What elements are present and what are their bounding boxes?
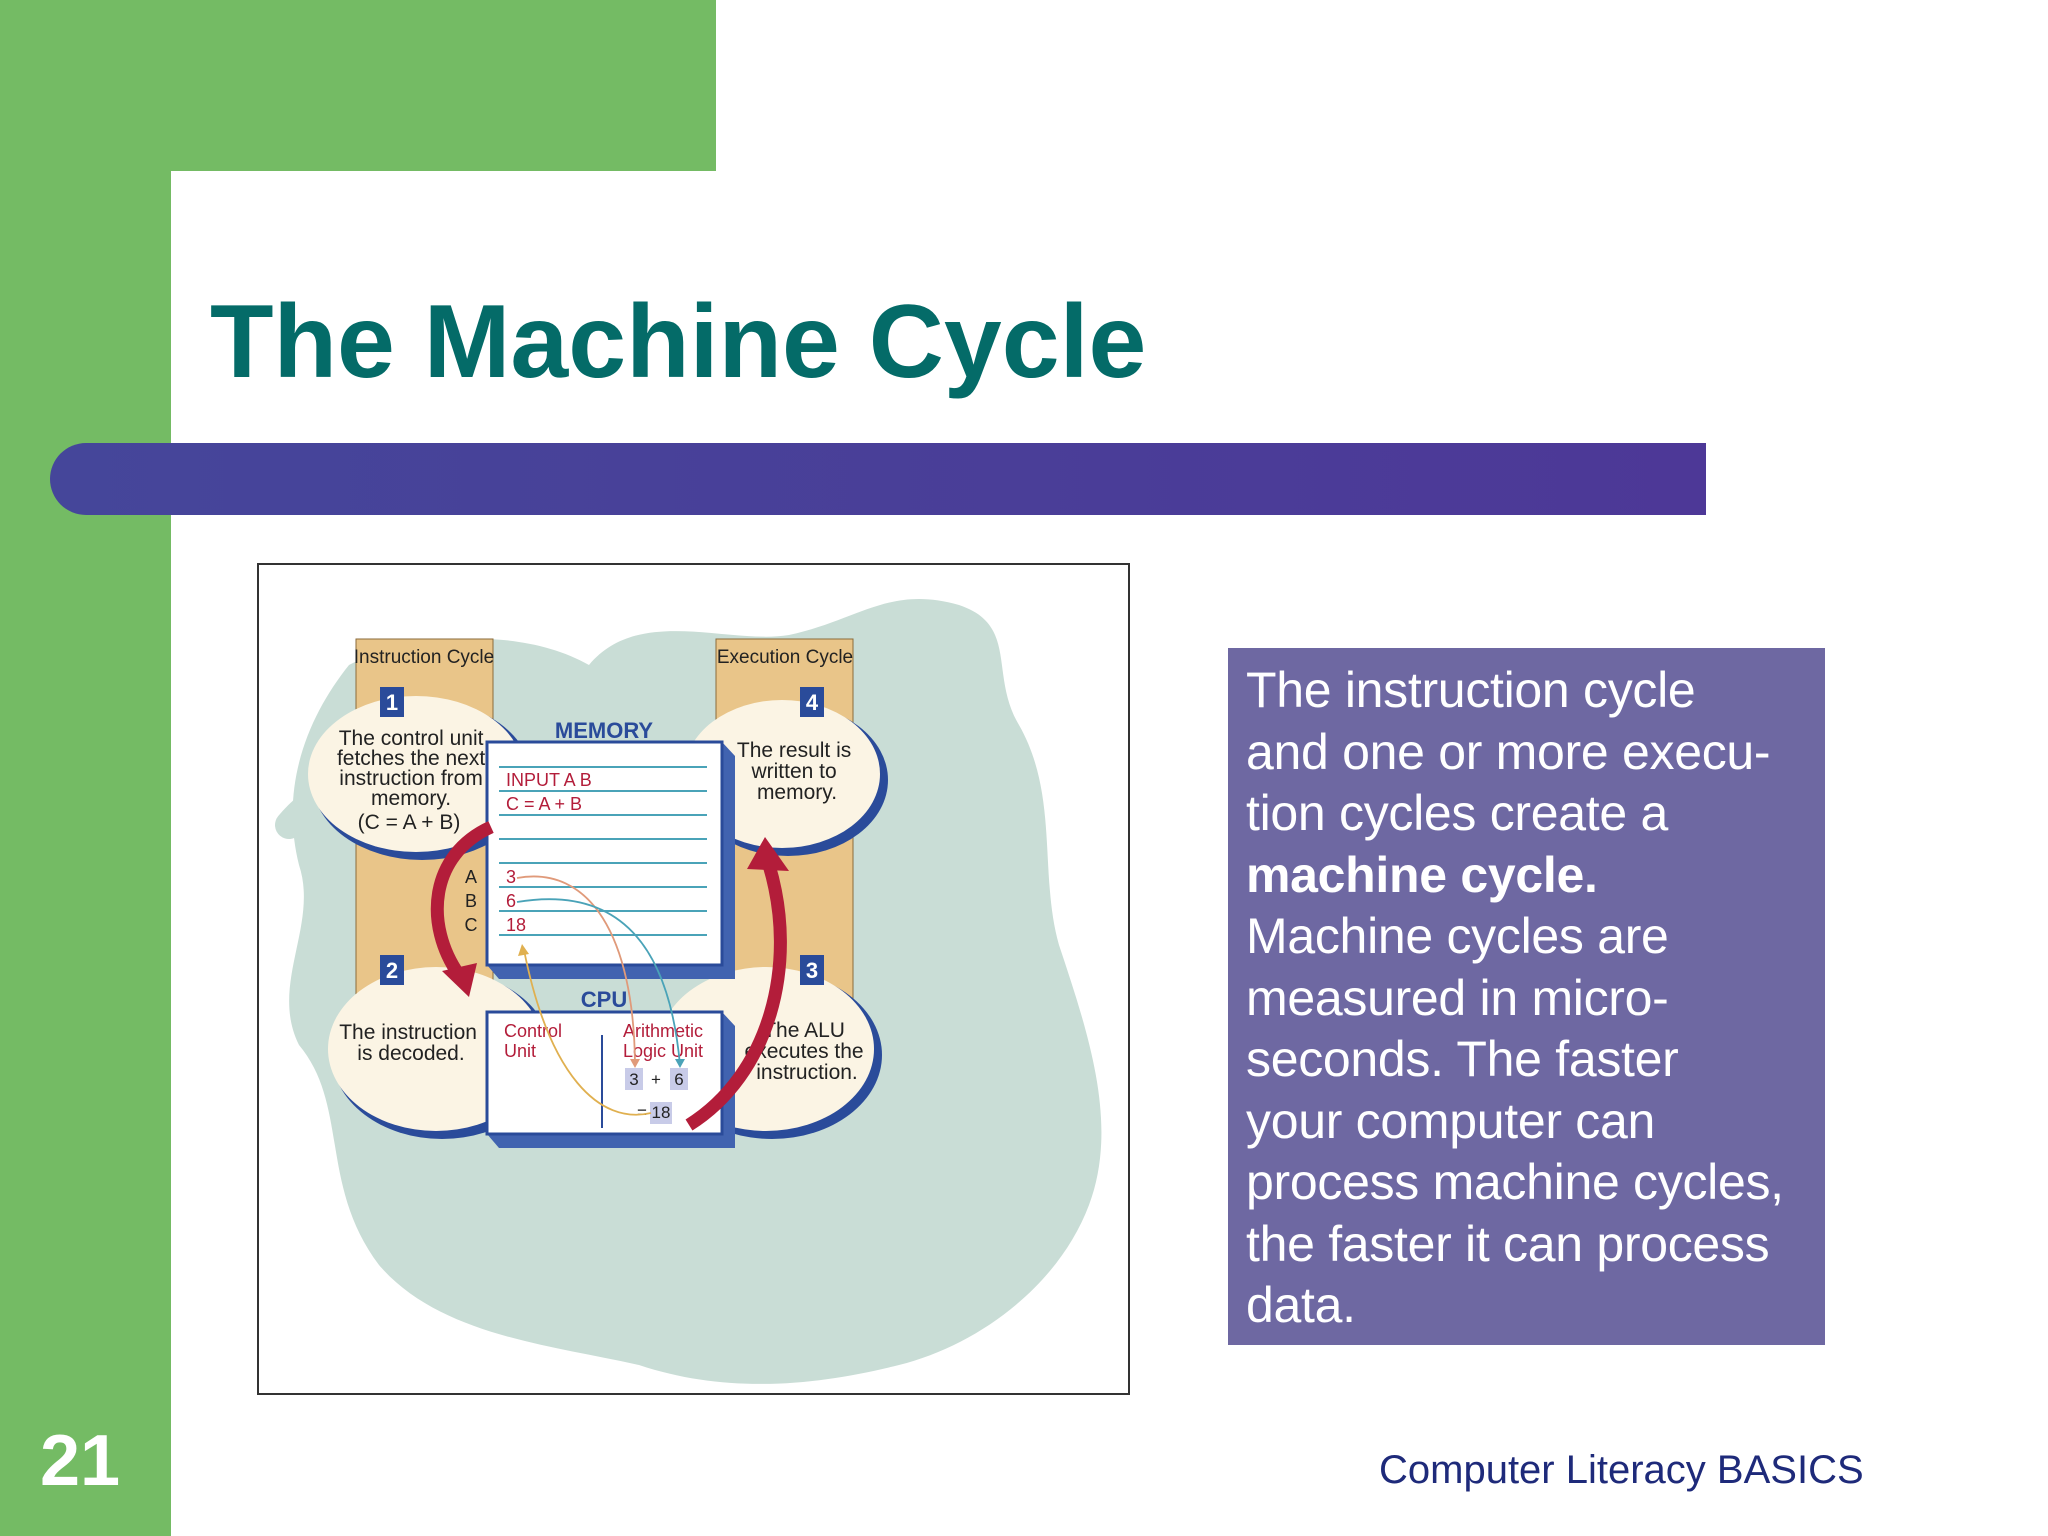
step1-line: The control unit — [339, 727, 484, 750]
step1-line: (C = A + B) — [358, 811, 461, 834]
alu-line: Arithmetic — [623, 1021, 703, 1041]
memory-box — [485, 740, 724, 967]
operand-a-box — [625, 1068, 643, 1090]
step4-number: 4 — [806, 690, 819, 715]
step2-number: 2 — [386, 958, 398, 983]
writeback-arrow — [685, 863, 787, 1131]
decode-arrowhead — [442, 963, 477, 997]
operand-a: 3 — [629, 1070, 638, 1089]
cpu-box — [485, 1010, 724, 1136]
green-sidebar — [0, 0, 171, 1536]
step2-line: is decoded. — [357, 1042, 464, 1065]
arrowhead — [630, 1059, 640, 1068]
memory-value-b: 6 — [506, 891, 516, 911]
machine-cycle-diagram: Instruction Cycle Execution Cycle 1 4 2 … — [257, 563, 1130, 1395]
step3-line: executes the — [745, 1040, 864, 1063]
control-unit-label: Control Unit — [504, 1021, 567, 1061]
diagram-svg: Instruction Cycle Execution Cycle 1 4 2 … — [275, 598, 1102, 1384]
control-unit-line: Unit — [504, 1041, 536, 1061]
memory-instruction-1: INPUT A B — [506, 770, 592, 790]
summary-line: the faster it can process — [1246, 1215, 1770, 1272]
step3-line: The ALU — [763, 1019, 845, 1042]
data-flow-a-arrow — [516, 875, 636, 1066]
page-number: 21 — [40, 1421, 121, 1501]
step4-text: The result is written to memory. — [737, 739, 857, 804]
data-flow-b-arrow — [516, 898, 681, 1066]
step3-number: 3 — [806, 958, 818, 983]
instruction-cycle-label: Instruction Cycle — [354, 647, 494, 668]
cpu-label: CPU — [581, 987, 627, 1012]
step1-line: memory. — [371, 787, 451, 810]
green-top-band — [0, 0, 716, 171]
result-box — [650, 1102, 672, 1124]
step4-line: The result is — [737, 739, 851, 762]
summary-line: tion cycles create a — [1246, 785, 1668, 841]
summary-line: and one or more execu- — [1246, 723, 1771, 780]
step4-line: written to — [750, 760, 836, 783]
step1-line: fetches the next — [337, 747, 485, 770]
step2-text: The instruction is decoded. — [339, 1021, 483, 1065]
step1-text: The control unit fetches the next instru… — [337, 727, 491, 834]
arrowhead — [518, 944, 529, 956]
summary-line: your computer can — [1246, 1092, 1655, 1149]
step4-line: memory. — [757, 781, 837, 804]
step3-line: instruction. — [756, 1061, 858, 1084]
step3-badge — [800, 955, 824, 985]
summary-textbox: The instruction cycle and one or more ex… — [1228, 648, 1825, 1345]
memory-address-c: C — [465, 915, 478, 935]
equals-sign: = — [637, 1103, 647, 1122]
memory-address-a: A — [465, 867, 477, 887]
summary-line-bold: machine cycle. — [1246, 845, 1807, 907]
decode-arrow — [430, 821, 494, 979]
step2-badge — [380, 955, 404, 985]
memory-value-a: 3 — [506, 867, 516, 887]
memory-label: MEMORY — [555, 718, 654, 743]
summary-line: process machine cycles, — [1246, 1154, 1784, 1210]
step2-line: The instruction — [339, 1021, 477, 1044]
footer-text: Computer Literacy BASICS — [1379, 1448, 1864, 1492]
operand-b-box — [670, 1068, 688, 1090]
step4-badge — [800, 687, 824, 717]
step3-text: The ALU executes the instruction. — [745, 1019, 870, 1084]
step1-line: instruction from — [339, 767, 483, 790]
slide-title: The Machine Cycle — [210, 284, 1147, 400]
summary-line: seconds. The faster — [1246, 1031, 1679, 1087]
machine-cycle-term: machine cycle. — [1246, 846, 1598, 903]
execution-cycle-label: Execution Cycle — [717, 647, 853, 668]
writeback-arrowhead — [747, 837, 789, 871]
control-unit-line: Control — [504, 1021, 562, 1041]
summary-line: Machine cycles are — [1246, 908, 1669, 964]
summary-line: measured in micro- — [1246, 969, 1669, 1026]
result-value: 18 — [652, 1103, 671, 1122]
alu-label: Arithmetic Logic Unit — [623, 1021, 708, 1061]
memory-address-b: B — [465, 891, 477, 911]
step1-badge — [380, 687, 404, 717]
operand-b: 6 — [674, 1070, 683, 1089]
memory-value-c: 18 — [506, 915, 526, 935]
title-underline-bar — [50, 443, 1706, 515]
summary-line: The instruction cycle — [1246, 662, 1696, 718]
memory-instruction-2: C = A + B — [506, 794, 582, 814]
summary-line: data. — [1246, 1277, 1356, 1333]
arrowhead — [675, 1059, 685, 1068]
step1-ellipse — [308, 696, 524, 852]
step1-number: 1 — [386, 690, 398, 715]
data-flow-result-arrow — [523, 949, 652, 1116]
alu-line: Logic Unit — [623, 1041, 703, 1061]
operator-plus: + — [651, 1070, 661, 1089]
